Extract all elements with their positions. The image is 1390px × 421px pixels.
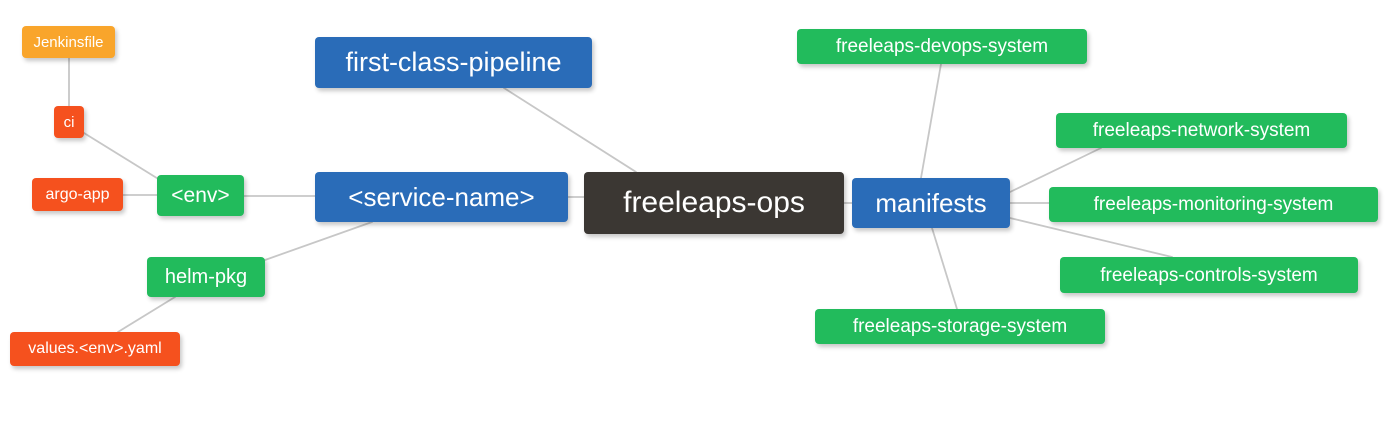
mindmap-node-values-env-yaml[interactable]: values.<env>.yaml bbox=[10, 332, 180, 366]
mindmap-node-label-env: <env> bbox=[171, 184, 230, 207]
mindmap-node-ci[interactable]: ci bbox=[54, 106, 84, 138]
mindmap-node-freeleaps-monitoring-system[interactable]: freeleaps-monitoring-system bbox=[1049, 187, 1378, 222]
mindmap-node-label-freeleaps-ops: freeleaps-ops bbox=[623, 186, 805, 219]
mindmap-edge-manifests-to-freeleaps-storage-system bbox=[931, 227, 958, 310]
mindmap-node-label-values-env-yaml: values.<env>.yaml bbox=[28, 340, 162, 357]
mindmap-node-label-freeleaps-devops-system: freeleaps-devops-system bbox=[835, 36, 1049, 57]
mindmap-node-argo-app[interactable]: argo-app bbox=[32, 178, 123, 211]
mindmap-node-label-manifests: manifests bbox=[875, 188, 987, 218]
mindmap-edge-manifests-to-freeleaps-devops-system bbox=[920, 63, 942, 179]
mindmap-node-freeleaps-controls-system[interactable]: freeleaps-controls-system bbox=[1060, 257, 1358, 293]
mindmap-node-freeleaps-network-system[interactable]: freeleaps-network-system bbox=[1056, 113, 1347, 148]
mindmap-node-freeleaps-devops-system[interactable]: freeleaps-devops-system bbox=[797, 29, 1087, 64]
mindmap-node-label-ci: ci bbox=[63, 113, 75, 131]
mindmap-node-freeleaps-ops[interactable]: freeleaps-ops bbox=[584, 172, 844, 234]
mindmap-edge-values-env-yaml-to-helm-pkg bbox=[117, 296, 176, 333]
mindmap-node-first-class-pipeline[interactable]: first-class-pipeline bbox=[315, 37, 592, 88]
mindmap-node-label-first-class-pipeline: first-class-pipeline bbox=[345, 47, 562, 77]
mindmap-node-label-freeleaps-network-system: freeleaps-network-system bbox=[1092, 120, 1311, 141]
mindmap-node-jenkinsfile[interactable]: Jenkinsfile bbox=[22, 26, 115, 58]
mindmap-node-label-helm-pkg: helm-pkg bbox=[164, 266, 248, 288]
mindmap-edge-helm-pkg-to-service-name bbox=[264, 221, 373, 261]
mindmap-node-helm-pkg[interactable]: helm-pkg bbox=[147, 257, 265, 297]
mindmap-node-manifests[interactable]: manifests bbox=[852, 178, 1010, 228]
mindmap-node-freeleaps-storage-system[interactable]: freeleaps-storage-system bbox=[815, 309, 1105, 344]
mindmap-node-label-freeleaps-controls-system: freeleaps-controls-system bbox=[1100, 264, 1318, 286]
mindmap-edge-first-class-pipeline-to-freeleaps-ops bbox=[503, 87, 637, 173]
mindmap-node-label-freeleaps-storage-system: freeleaps-storage-system bbox=[852, 316, 1068, 337]
mindmap-edge-manifests-to-freeleaps-controls-system bbox=[1009, 217, 1173, 258]
mindmap-node-label-freeleaps-monitoring-system: freeleaps-monitoring-system bbox=[1093, 194, 1334, 215]
mindmap-node-label-service-name: <service-name> bbox=[348, 182, 535, 212]
mindmap-node-env[interactable]: <env> bbox=[157, 175, 244, 216]
mindmap-edge-manifests-to-freeleaps-network-system bbox=[1009, 147, 1102, 193]
mindmap-edge-ci-to-env bbox=[83, 132, 161, 181]
mindmap-node-label-jenkinsfile: Jenkinsfile bbox=[33, 33, 104, 51]
mindmap-node-service-name[interactable]: <service-name> bbox=[315, 172, 568, 222]
mindmap-node-label-argo-app: argo-app bbox=[45, 185, 110, 203]
